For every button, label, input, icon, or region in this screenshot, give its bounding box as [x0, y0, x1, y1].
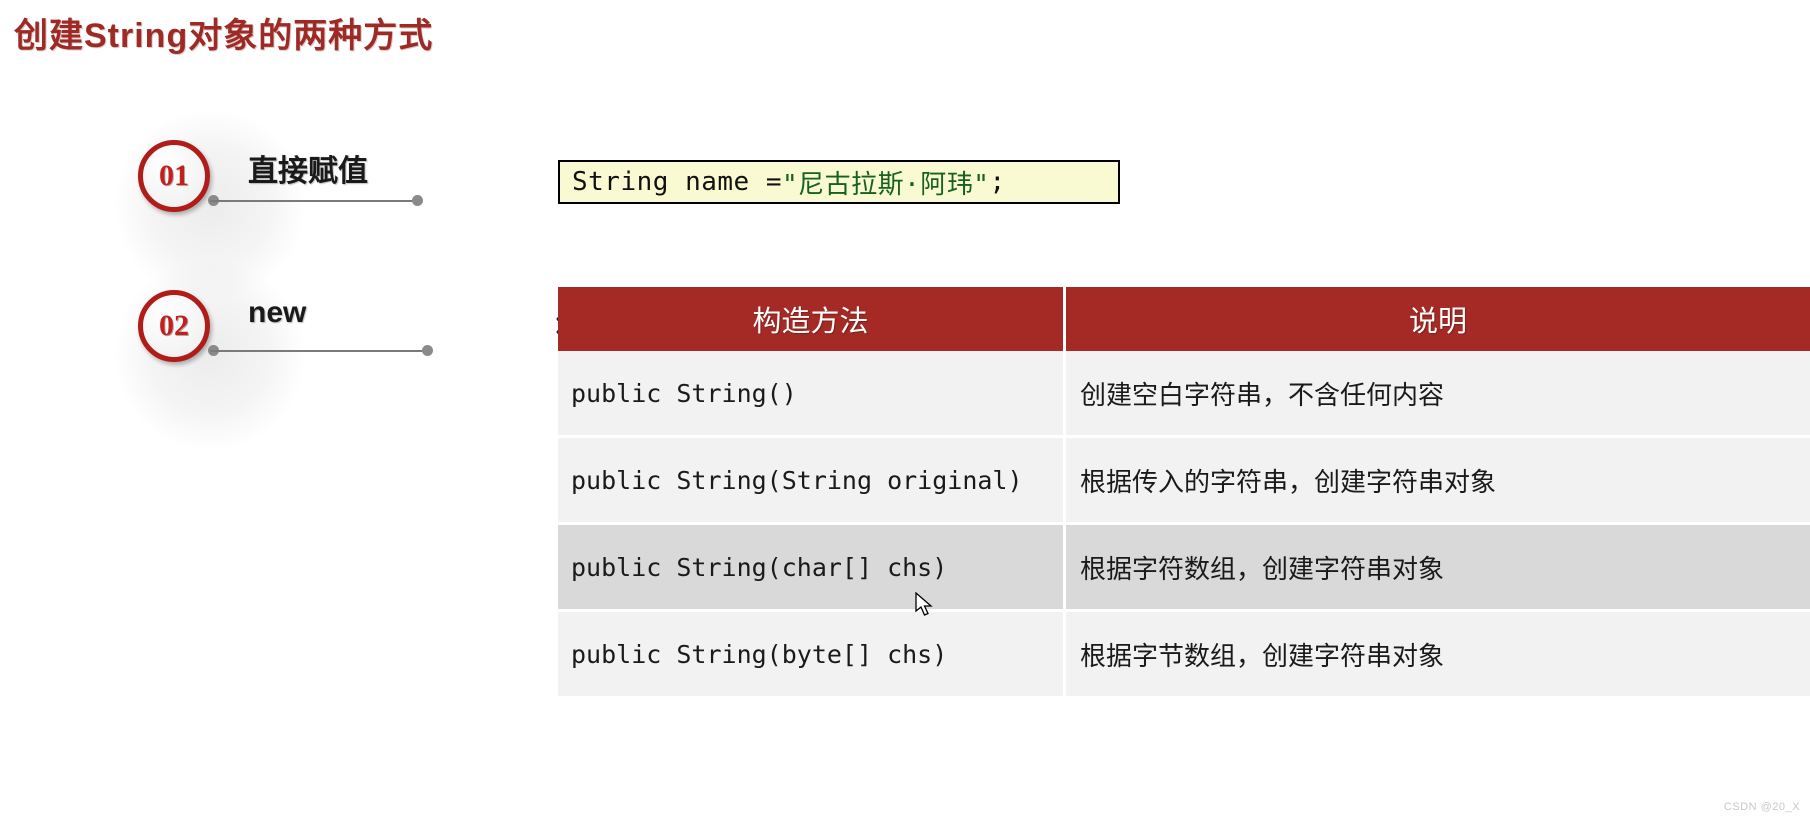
- code-string-literal: "尼古拉斯·阿玮": [782, 169, 990, 200]
- table-row: public String(char[] chs) 根据字符数组，创建字符串对象: [558, 525, 1810, 612]
- step-item-01: 01 直接赋值: [110, 110, 540, 300]
- connector-line: [210, 200, 415, 202]
- page-title: 创建String对象的两种方式: [14, 17, 434, 55]
- constructor-table: 构造方法 说明 public String() 创建空白字符串，不含任何内容 p…: [558, 287, 1810, 699]
- cell-description: 创建空白字符串，不含任何内容: [1066, 351, 1810, 438]
- cell-method: public String(char[] chs): [558, 525, 1066, 612]
- table-row: public String(String original) 根据传入的字符串，…: [558, 438, 1810, 525]
- code-suffix: ;: [989, 167, 1006, 197]
- watermark-text: CSDN @20_X: [1723, 801, 1800, 813]
- step-label-01: 直接赋值: [248, 155, 368, 188]
- table-header-method: 构造方法: [558, 287, 1066, 351]
- cell-method: public String(): [558, 351, 1066, 438]
- step-number: 01: [159, 159, 189, 192]
- table-header-desc: 说明: [1066, 287, 1810, 351]
- connector-dot-right: [422, 345, 433, 356]
- connector-dot-right: [412, 195, 423, 206]
- cell-description: 根据字节数组，创建字符串对象: [1066, 612, 1810, 699]
- cell-method: public String(byte[] chs): [558, 612, 1066, 699]
- connector-line: [210, 350, 425, 352]
- code-snippet-box: String name = "尼古拉斯·阿玮";: [558, 160, 1120, 204]
- step-badge-02: 02: [138, 290, 210, 362]
- table-header-row: 构造方法 说明: [558, 287, 1810, 351]
- cell-description: 根据字符数组，创建字符串对象: [1066, 525, 1810, 612]
- cell-description: 根据传入的字符串，创建字符串对象: [1066, 438, 1810, 525]
- cell-method: public String(String original): [558, 438, 1066, 525]
- code-prefix: String name =: [572, 167, 782, 197]
- clipped-text-sliver: ：: [552, 310, 559, 340]
- step-number: 02: [159, 309, 189, 342]
- step-label-02: new: [248, 296, 307, 329]
- table-row: public String() 创建空白字符串，不含任何内容: [558, 351, 1810, 438]
- step-badge-01: 01: [138, 140, 210, 212]
- table-row: public String(byte[] chs) 根据字节数组，创建字符串对象: [558, 612, 1810, 699]
- step-item-02: 02 new: [110, 260, 540, 450]
